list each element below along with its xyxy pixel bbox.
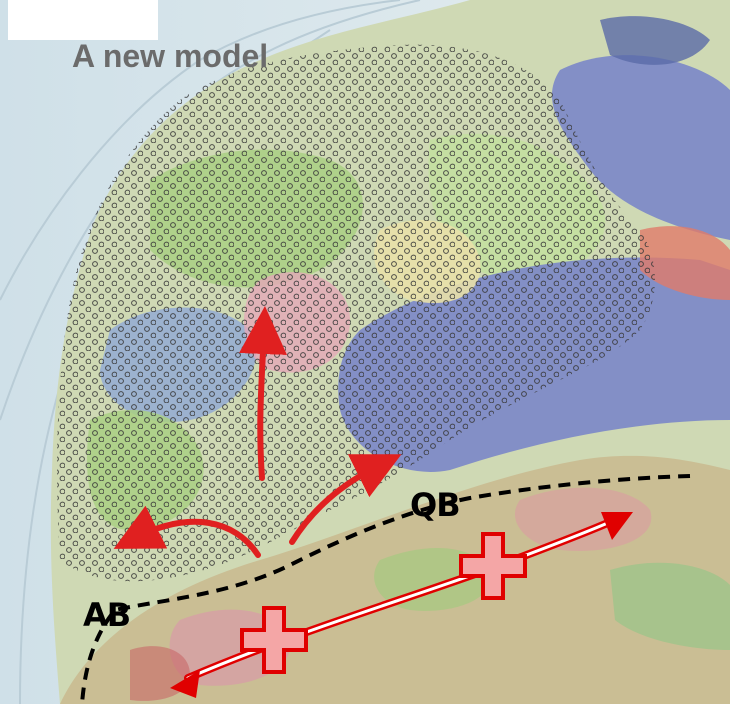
boundary-label-ab: AB	[83, 596, 131, 634]
axis-arrowhead-east-icon	[601, 512, 633, 540]
boundary-label-qb: QB	[410, 486, 461, 524]
flow-arrow-north-icon	[239, 306, 288, 481]
flow-arrow-west-icon	[113, 505, 261, 558]
map-title: A new model	[72, 38, 269, 74]
boundary-line	[80, 474, 691, 704]
axis-arrowhead-west-icon	[170, 670, 200, 698]
flow-arrows	[113, 306, 402, 558]
red-cross-icon	[459, 532, 527, 600]
dotted-region	[57, 44, 655, 582]
flow-arrow-northeast-icon	[289, 454, 402, 545]
title-background	[8, 0, 158, 40]
red-cross-icon	[240, 606, 308, 674]
